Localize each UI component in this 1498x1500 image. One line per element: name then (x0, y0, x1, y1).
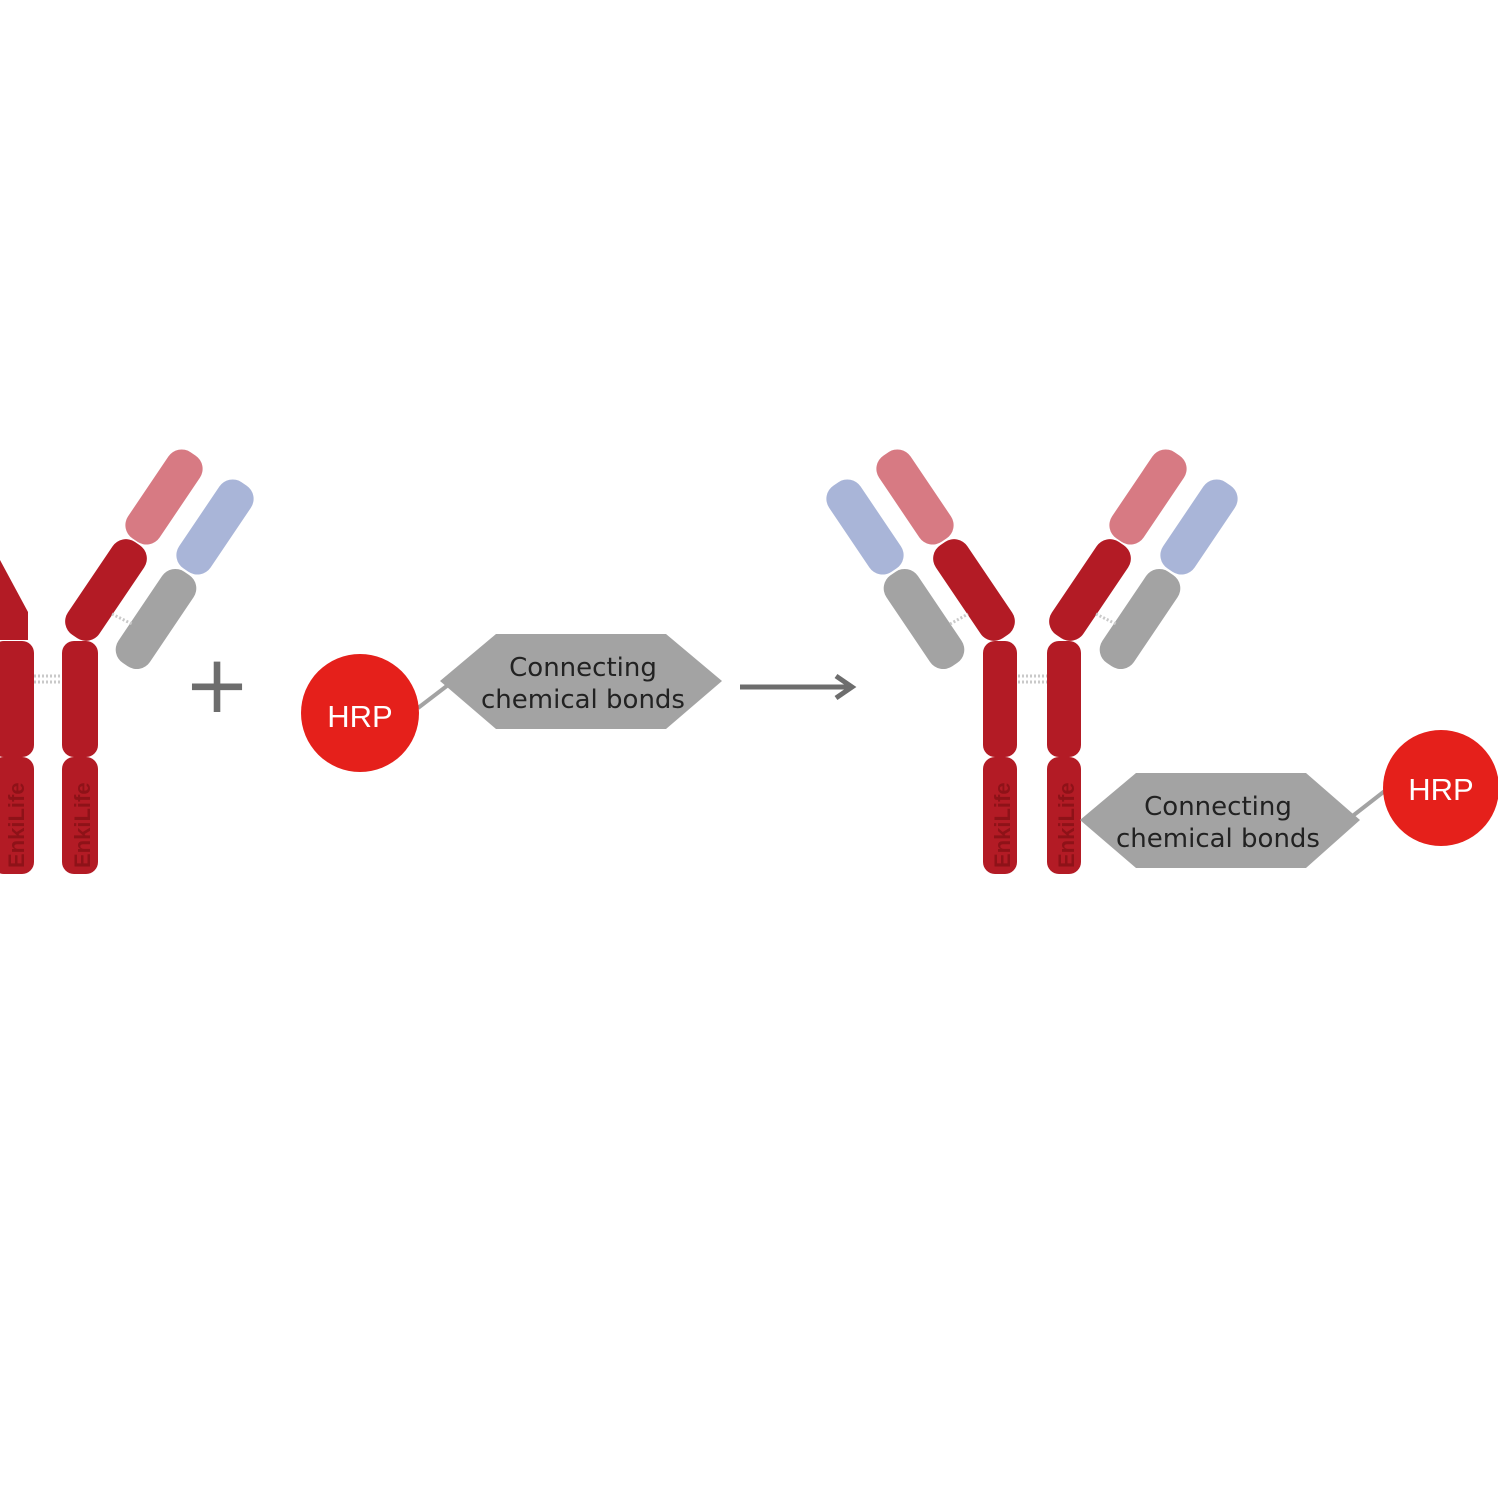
product-heavy-chain-vh-left (876, 449, 954, 545)
heavy-chain-hinge-right (62, 641, 98, 757)
product-heavy-chain-fc-left (983, 757, 1017, 874)
product-heavy-chain-fc-right (1047, 757, 1081, 874)
product-watermark-right: EnkiLife (1054, 782, 1079, 868)
product-linker-label-line1: Connecting (1144, 792, 1292, 822)
product-light-chain-vl-left (826, 479, 904, 575)
linker-label-line2: chemical bonds (481, 685, 685, 715)
heavy-chain-ch1-right (65, 539, 147, 641)
heavy-chain-fc-left (0, 757, 34, 874)
product-watermark-left: EnkiLife (990, 782, 1015, 868)
heavy-chain-vh-right (125, 449, 203, 545)
product-light-chain-vl-right (1160, 479, 1238, 575)
product-light-chain-cl-right (1099, 568, 1181, 670)
hrp-enzyme (301, 654, 419, 772)
plus-sign: + (183, 638, 250, 731)
product-heavy-chain-ch1-right (1049, 539, 1131, 641)
reaction-arrow (740, 673, 857, 701)
reactant-antibody: EnkiLife EnkiLife (0, 449, 254, 874)
heavy-chain-hinge-left (0, 641, 34, 757)
hinge-bond (30, 674, 66, 684)
hrp-label: HRP (327, 699, 392, 734)
product-heavy-chain-hinge-right (1047, 641, 1081, 757)
watermark-left: EnkiLife (4, 782, 29, 868)
product-light-chain-cl-left (883, 568, 965, 670)
product-hinge-bond (1014, 674, 1050, 684)
product-linker-tether (1348, 788, 1388, 820)
product-hrp-label: HRP (1408, 772, 1473, 807)
hrp-linker-reactant: Connecting chemical bonds HRP (301, 634, 722, 772)
product-linker-hexagon (1080, 773, 1360, 868)
heavy-chain-ch1-left (0, 560, 28, 640)
linker-hexagon (440, 634, 722, 729)
product-heavy-chain-hinge-left (983, 641, 1017, 757)
plus-glyph: + (183, 638, 250, 731)
light-chain-cl-right (115, 568, 197, 670)
light-chain-vl-right (176, 479, 254, 575)
product-linker-label-line2: chemical bonds (1116, 824, 1320, 854)
product-hrp-enzyme (1383, 730, 1498, 846)
linker-label-line1: Connecting (509, 653, 657, 683)
interchain-bond (111, 612, 133, 626)
product-heavy-chain-vh-right (1109, 449, 1187, 545)
product-antibody: EnkiLife EnkiLife Connecting chemical bo… (826, 449, 1498, 874)
product-interchain-bond-left (949, 612, 969, 626)
product-heavy-chain-ch1-left (933, 539, 1015, 641)
heavy-chain-fc-right (62, 757, 98, 874)
product-hrp-linker: Connecting chemical bonds HRP (1080, 730, 1498, 868)
watermark-right: EnkiLife (70, 782, 95, 868)
product-interchain-bond-right (1095, 612, 1117, 626)
